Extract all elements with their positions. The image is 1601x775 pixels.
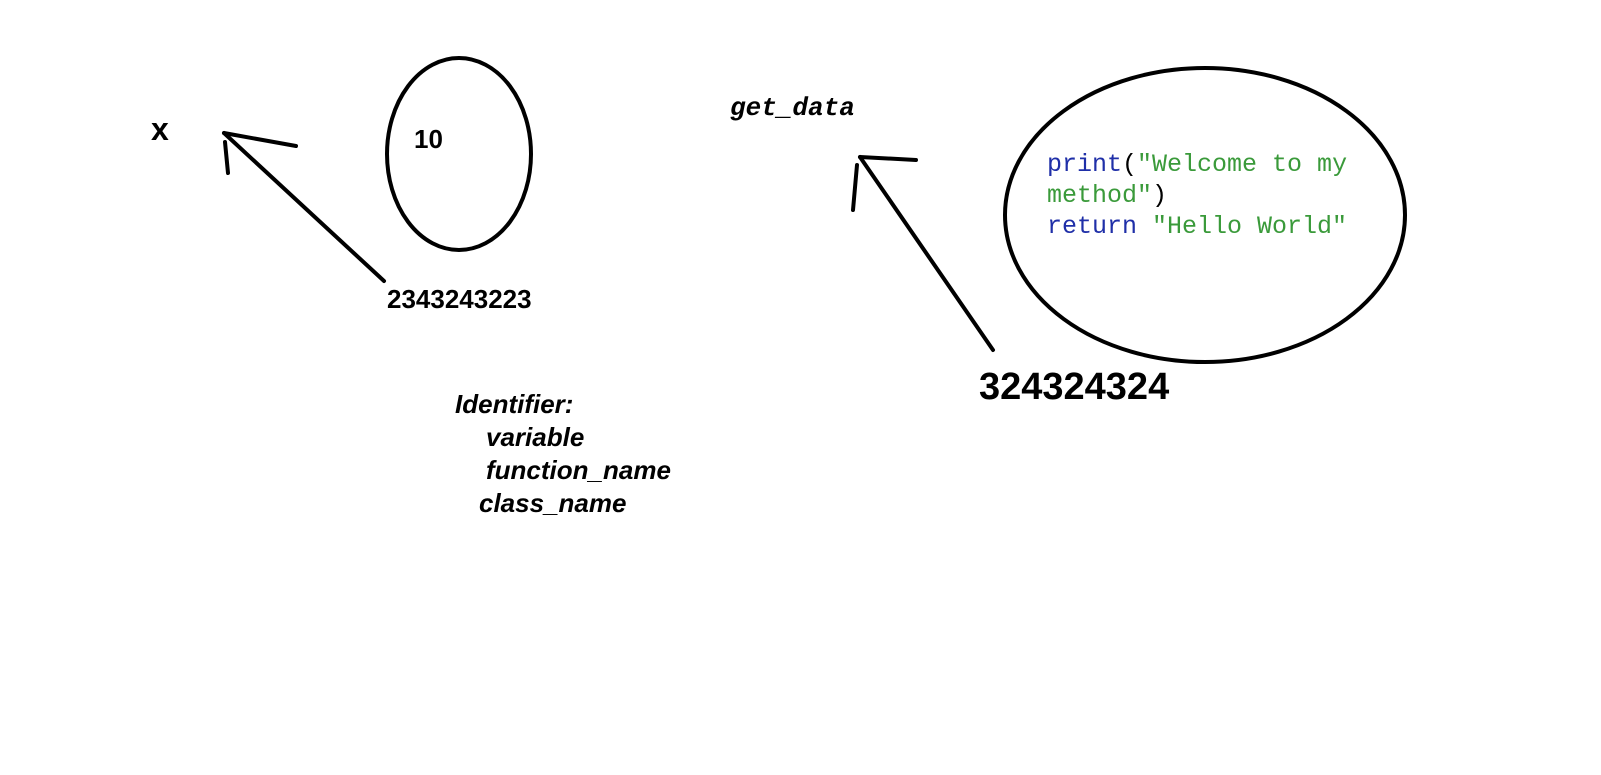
code-line-1: print("Welcome to my (1047, 152, 1347, 177)
code-return-keyword: return (1047, 212, 1138, 241)
code-open-paren: ( (1122, 150, 1138, 179)
function-object-id-label: 324324324 (979, 366, 1170, 408)
variable-name-label: x (151, 111, 169, 147)
object-id-label: 2343243223 (387, 284, 532, 314)
identifier-item-class-name: class_name (479, 488, 627, 518)
code-line-2: method") (1047, 183, 1167, 208)
object-ellipse-10 (385, 56, 533, 252)
reference-arrow-get-data (851, 155, 995, 352)
code-print-keyword: print (1047, 150, 1123, 179)
identifier-heading: Identifier: (455, 389, 574, 419)
code-print-string-part-2: method" (1047, 181, 1153, 210)
function-name-label: get_data (730, 93, 855, 123)
code-close-paren: ) (1152, 181, 1168, 210)
code-print-string-part-1: "Welcome to my (1137, 150, 1348, 179)
code-line-3: return "Hello World" (1047, 214, 1347, 239)
reference-arrow-x (222, 131, 386, 283)
object-value-label: 10 (414, 124, 443, 154)
identifier-item-variable: variable (486, 422, 585, 452)
identifier-item-function-name: function_name (486, 455, 671, 485)
code-return-string: "Hello World" (1152, 212, 1348, 241)
object-ellipse-function (1003, 66, 1407, 364)
